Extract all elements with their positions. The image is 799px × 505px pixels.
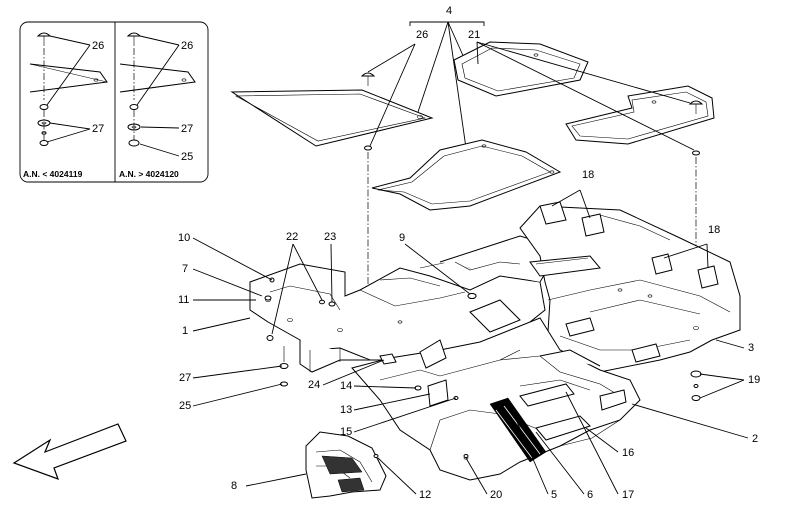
callout-26: 26 (416, 29, 428, 41)
inset-right-25: 25 (181, 151, 193, 163)
callout-24: 24 (308, 379, 320, 391)
callout-6: 6 (587, 489, 593, 501)
callout-18-right: 18 (708, 224, 720, 236)
rear-floor-panel (519, 189, 741, 373)
callout-23: 23 (324, 231, 336, 243)
callout-1: 1 (182, 325, 188, 337)
callout-19: 19 (748, 374, 760, 386)
inset-left-27: 27 (92, 123, 104, 135)
inset-right-27: 27 (181, 123, 193, 135)
callout-7: 7 (182, 263, 188, 275)
bracket-4 (409, 21, 485, 149)
lower-insulation-pad (305, 431, 387, 499)
callout-10: 10 (178, 232, 190, 244)
direction-arrow-icon (12, 423, 127, 481)
inset-panel: A.N. < 4024119 A.N. > 4024120 (19, 21, 209, 183)
small-fasteners (264, 277, 702, 458)
inset-right-caption: A.N. > 4024120 (119, 169, 179, 179)
callout-15: 15 (340, 426, 352, 438)
callout-18-top: 18 (582, 169, 594, 181)
leader-lines (192, 237, 749, 495)
callout-17: 17 (622, 489, 634, 501)
callout-21: 21 (468, 29, 480, 41)
front-right-mat (453, 41, 589, 97)
inset-left-26: 26 (92, 40, 104, 52)
callout-5: 5 (551, 489, 557, 501)
callout-2: 2 (752, 433, 758, 445)
front-left-mat (230, 89, 434, 147)
callout-14: 14 (340, 380, 352, 392)
callout-4: 4 (446, 5, 452, 17)
callout-12: 12 (419, 489, 431, 501)
callout-8: 8 (231, 480, 237, 492)
tunnel-and-rear-panel (351, 299, 641, 481)
callout-3: 3 (748, 342, 754, 354)
callout-9: 9 (399, 232, 405, 244)
callout-20: 20 (490, 489, 502, 501)
mat-clip-fasteners (360, 41, 704, 156)
front-floor-panel (249, 235, 561, 373)
callout-16: 16 (622, 447, 634, 459)
inset-left-caption: A.N. < 4024119 (23, 169, 83, 179)
callout-13: 13 (340, 404, 352, 416)
callout-11: 11 (178, 294, 189, 306)
inset-right-26: 26 (181, 40, 193, 52)
callout-25: 25 (179, 400, 191, 412)
rear-right-mat (565, 85, 715, 145)
callout-27: 27 (179, 372, 191, 384)
callout-22: 22 (286, 231, 298, 243)
rear-center-mat (371, 139, 562, 211)
inset-callout-labels: 26 27 26 27 25 (92, 40, 193, 163)
